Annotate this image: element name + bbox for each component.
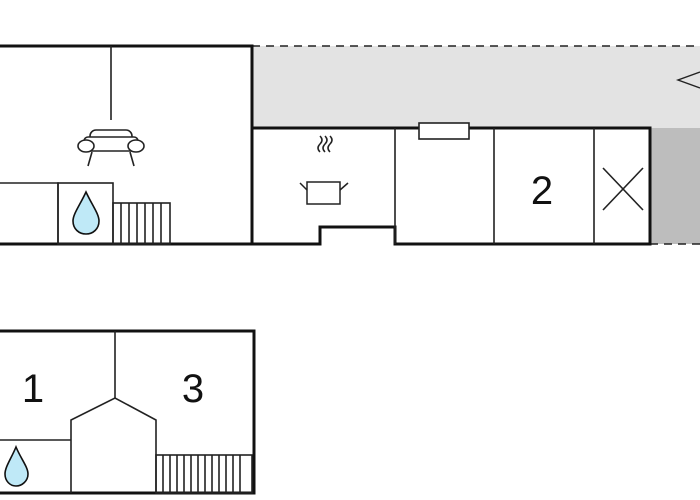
room-label-3: 3 [182,367,204,411]
stairs-icon-lower [155,454,253,494]
terrace-fill [252,46,700,128]
lower-floor-outer-wall [0,329,256,495]
room-label-2: 2 [531,169,553,213]
upper-floor: 2 [0,44,652,246]
sofa-icon [77,129,145,167]
terrace-side-fill [650,128,700,244]
lower-floor: 1 3 [0,329,256,495]
window-icon [418,122,470,140]
door-cross-icon [602,167,644,211]
hall-pentagon [70,397,157,493]
water-drop-icon-lower [4,444,29,487]
cooking-pot-icon [299,135,349,205]
room-label-1: 1 [22,367,44,411]
stairs-icon [112,202,171,245]
arrow-marker-icon [675,71,700,89]
terrace-area [252,45,700,245]
water-drop-icon [72,190,100,235]
upper-floor-outer-wall [0,44,652,246]
bath-counter [0,182,59,244]
